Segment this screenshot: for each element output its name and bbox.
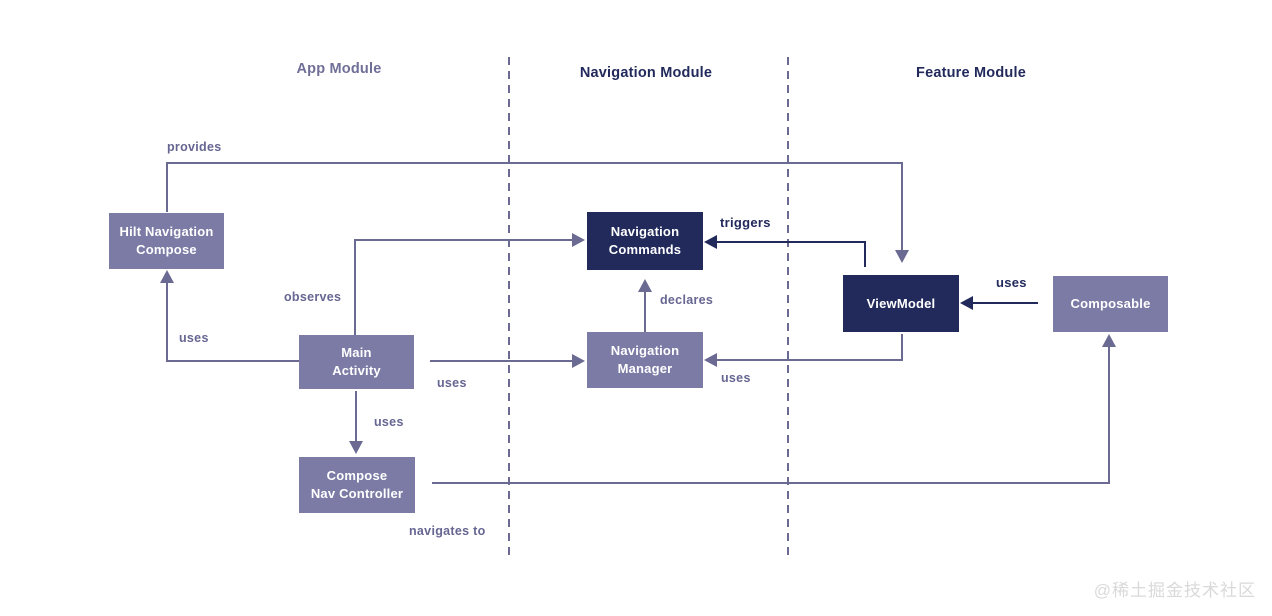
- edge-uses-vm-manager-arrowhead: [704, 353, 717, 367]
- edge-triggers-arrowhead: [704, 235, 717, 249]
- node-label: Nav Controller: [310, 486, 404, 501]
- node-label: Compose: [136, 242, 197, 257]
- node-compose-nav-controller: Compose Nav Controller: [299, 457, 415, 513]
- edge-uses-composable-vm-line: [972, 302, 1038, 304]
- edge-uses-hilt-line: [166, 360, 299, 362]
- edge-navigates-to-arrowhead: [1102, 334, 1116, 347]
- edge-uses-main-controller-label: uses: [374, 415, 404, 429]
- edge-provides-line: [166, 162, 168, 212]
- edge-observes-line: [354, 239, 572, 241]
- node-navigation-manager: Navigation Manager: [587, 332, 703, 388]
- edge-uses-main-manager-line: [430, 360, 572, 362]
- node-label: Navigation: [610, 343, 680, 359]
- edge-uses-vm-manager-line: [716, 359, 903, 361]
- watermark: @稀土掘金技术社区: [1093, 581, 1256, 600]
- node-label: Manager: [617, 361, 673, 376]
- module-header-app: App Module: [296, 61, 382, 77]
- node-label: Navigation: [610, 224, 680, 240]
- edge-navigates-to-line: [432, 482, 1110, 484]
- node-label: Commands: [608, 242, 682, 257]
- edge-uses-vm-manager-line: [901, 334, 903, 361]
- edge-provides-line: [166, 162, 903, 164]
- edge-uses-vm-manager-label: uses: [721, 371, 751, 385]
- edge-observes-arrowhead: [572, 233, 585, 247]
- module-header-feature: Feature Module: [916, 65, 1026, 81]
- edge-uses-hilt-arrowhead: [160, 270, 174, 283]
- module-divider-left: [508, 57, 510, 559]
- edge-uses-composable-vm-arrowhead: [960, 296, 973, 310]
- edge-declares-label: declares: [660, 293, 714, 307]
- edge-navigates-to-label: navigates to: [409, 524, 486, 538]
- edge-uses-composable-vm-label: uses: [996, 275, 1027, 290]
- node-hilt-navigation-compose: Hilt Navigation Compose: [109, 213, 224, 269]
- node-viewmodel: ViewModel: [843, 275, 959, 332]
- edge-triggers-line: [716, 241, 866, 243]
- edge-provides-label: provides: [167, 140, 222, 154]
- module-divider-right: [787, 57, 789, 559]
- edge-provides-arrowhead: [895, 250, 909, 263]
- edge-navigates-to-line: [1108, 345, 1110, 484]
- node-label: ViewModel: [866, 295, 936, 311]
- node-label: Main: [341, 345, 372, 361]
- edge-observes-line: [354, 240, 356, 335]
- node-main-activity: Main Activity: [299, 335, 414, 389]
- edge-uses-main-manager-label: uses: [437, 376, 467, 390]
- node-label: Compose: [326, 468, 388, 484]
- edge-uses-main-manager-arrowhead: [572, 354, 585, 368]
- edge-uses-hilt-label: uses: [179, 331, 209, 345]
- edge-triggers-label: triggers: [720, 215, 771, 230]
- node-navigation-commands: Navigation Commands: [587, 212, 703, 270]
- node-composable: Composable: [1053, 276, 1168, 332]
- node-label: Composable: [1070, 296, 1151, 312]
- edge-declares-line: [644, 291, 646, 332]
- edge-uses-hilt-line: [166, 282, 168, 362]
- edge-triggers-line: [864, 241, 866, 267]
- node-label: Hilt Navigation: [119, 224, 214, 240]
- edge-declares-arrowhead: [638, 279, 652, 292]
- edge-provides-line: [901, 162, 903, 250]
- edge-observes-label: observes: [284, 290, 342, 304]
- node-label: Activity: [332, 363, 381, 378]
- module-header-navigation: Navigation Module: [579, 65, 713, 81]
- edge-uses-main-controller-arrowhead: [349, 441, 363, 454]
- edge-uses-main-controller-line: [355, 391, 357, 441]
